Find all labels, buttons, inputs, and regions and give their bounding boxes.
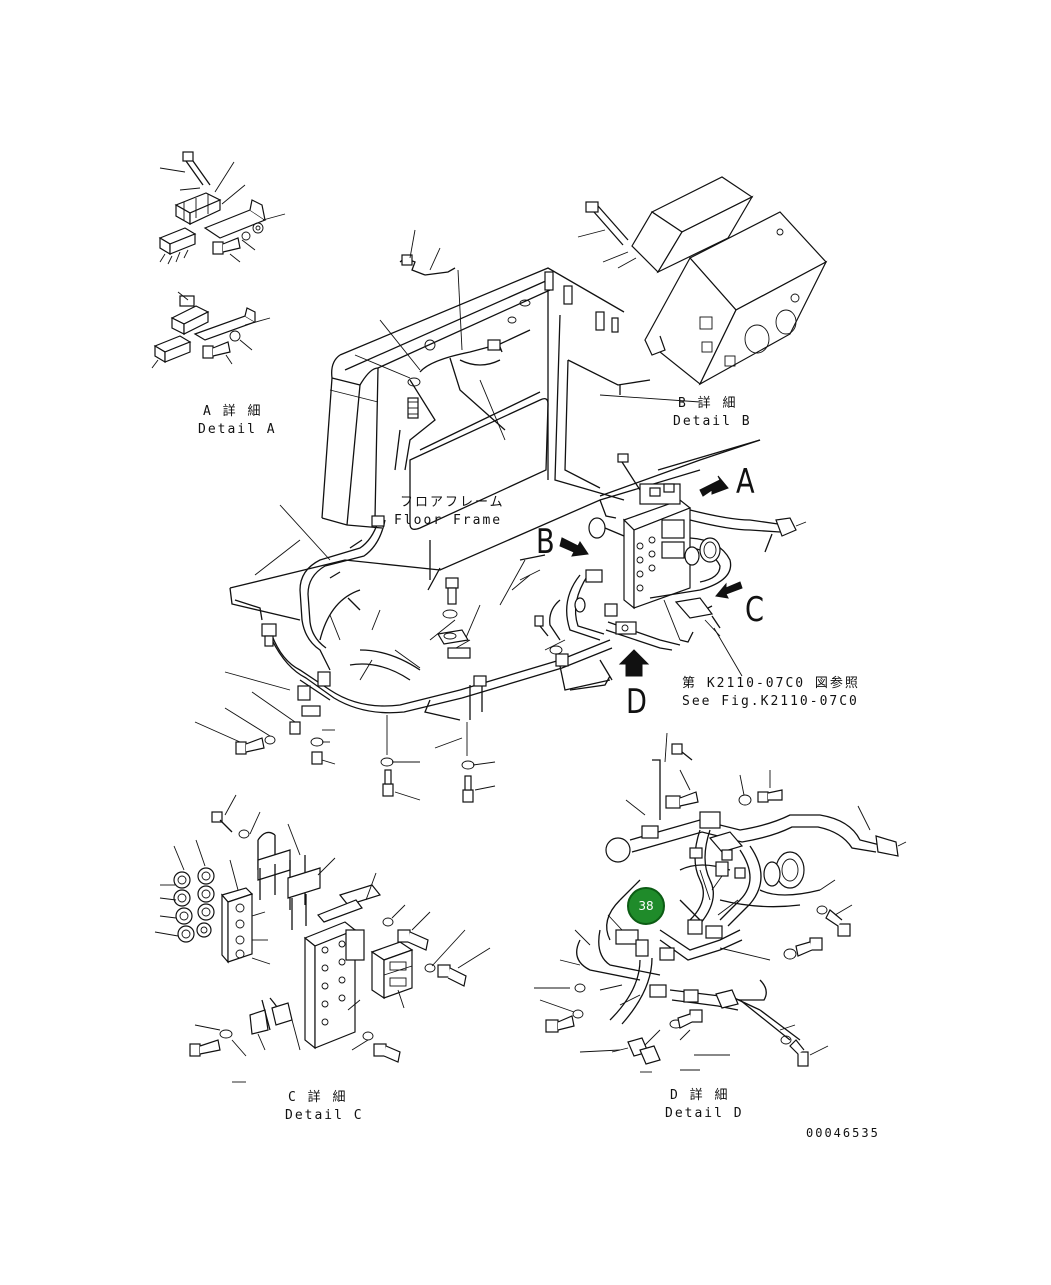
bolt-icon <box>462 775 474 803</box>
floor-frame-label-jp: フロアフレーム <box>400 495 505 510</box>
electrical-box-icon <box>622 483 692 610</box>
bolt-icon <box>235 737 265 755</box>
bolt-icon <box>189 1039 221 1057</box>
bolt-icon <box>382 769 394 797</box>
bolt-icon <box>671 743 693 761</box>
bolt-icon <box>789 1039 809 1067</box>
detail-d-drawing <box>534 732 907 1073</box>
bolt-icon <box>677 1009 703 1029</box>
see-fig-label-en: See Fig.K2110-07C0 <box>682 694 859 709</box>
controller-box-icon <box>644 211 828 386</box>
bolt-icon <box>795 937 823 957</box>
bolt-icon <box>373 1043 401 1063</box>
relay-block-icon <box>170 295 210 335</box>
bolt-icon <box>182 151 211 186</box>
bolt-icon <box>397 929 429 951</box>
view-letter-d: D <box>626 682 647 722</box>
bolt-icon <box>665 791 699 809</box>
bolt-icon <box>212 237 241 255</box>
bolt-icon <box>825 909 851 937</box>
see-fig-label-jp: 第 K2110-07C0 図参照 <box>682 676 860 691</box>
arrow-c-icon <box>715 581 743 599</box>
connector-icon <box>158 227 197 265</box>
detail-b-label-jp: B 詳 細 <box>678 396 738 411</box>
arrow-d-icon <box>618 649 650 677</box>
arrow-b-icon <box>559 537 589 557</box>
detail-a-drawing <box>151 151 286 369</box>
bolt-icon <box>445 577 459 605</box>
part-callout-38[interactable]: 38 <box>627 887 665 925</box>
bolt-icon <box>585 201 629 246</box>
detail-c-drawing <box>154 794 491 1083</box>
arrow-a-icon <box>699 475 729 497</box>
relay-block-icon <box>174 192 222 226</box>
bolt-icon <box>545 1015 575 1033</box>
bolt-icon <box>534 615 549 637</box>
detail-b-drawing <box>577 176 828 386</box>
bolt-icon <box>757 789 783 803</box>
detail-a-label-en: Detail A <box>198 422 277 437</box>
detail-c-label-en: Detail C <box>285 1108 364 1123</box>
floor-frame-label-en: Floor Frame <box>394 513 503 528</box>
controller-cover-icon <box>631 176 754 274</box>
bracket-icon <box>203 199 267 239</box>
relay-icon <box>370 941 414 1000</box>
floor-frame-drawing <box>194 229 807 803</box>
connector-icon <box>151 335 192 369</box>
view-letter-b: B <box>536 522 555 562</box>
bolt-icon <box>211 811 233 833</box>
detail-a-label-jp: A 詳 細 <box>203 404 263 419</box>
detail-b-label-en: Detail B <box>673 414 752 429</box>
view-letter-a: A <box>736 462 755 502</box>
figure-number: 00046535 <box>806 1126 880 1140</box>
detail-d-label-en: Detail D <box>665 1106 744 1121</box>
bolt-icon <box>437 964 467 987</box>
detail-d-label-jp: D 詳 細 <box>670 1088 730 1103</box>
detail-c-label-jp: C 詳 細 <box>288 1090 348 1105</box>
view-letter-c: C <box>745 590 764 630</box>
bolt-icon <box>202 341 231 359</box>
relay-plug-icon <box>173 867 215 943</box>
